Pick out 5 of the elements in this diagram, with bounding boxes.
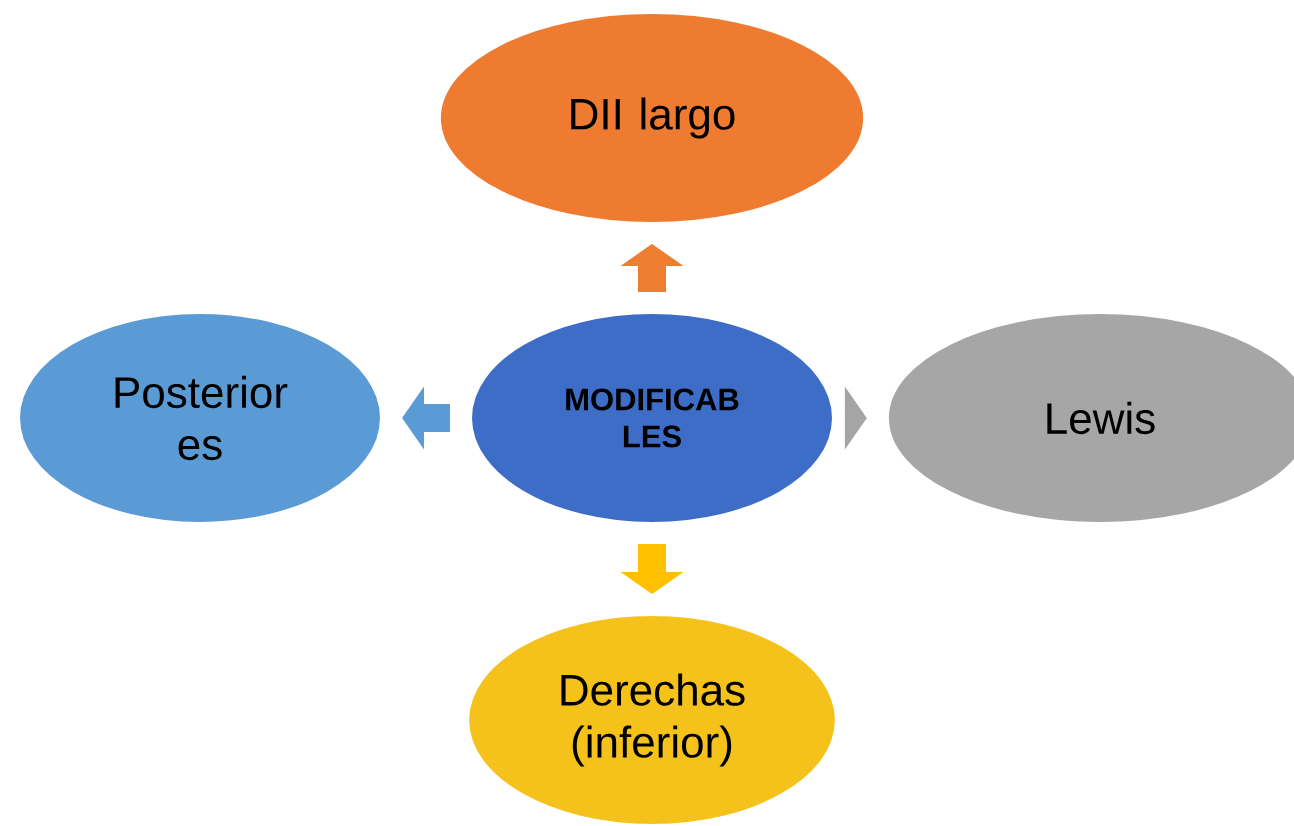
- ellipse-node: Posterior es: [18, 312, 382, 524]
- ellipse-node: Lewis: [886, 312, 1294, 524]
- ellipse-node: MODIFICAB LES: [470, 312, 834, 524]
- ellipse-node: DII largo: [438, 12, 866, 224]
- ellipse-node: Derechas (inferior): [467, 614, 837, 826]
